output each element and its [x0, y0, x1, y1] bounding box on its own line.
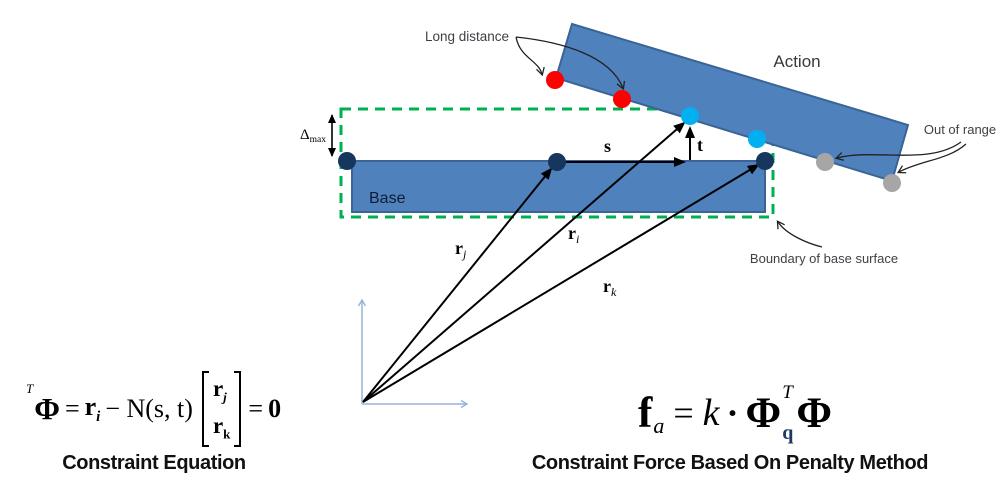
equals-sign: =: [673, 393, 694, 433]
ri-label: ri: [568, 223, 579, 246]
matrix-row-rk: rk: [212, 413, 231, 442]
phi-q-scripts: T q: [782, 383, 793, 443]
dot-operator: ·: [726, 393, 739, 433]
contact-dot-1: [681, 107, 699, 125]
vector-rj-arrow: [362, 167, 553, 403]
constraint-equation-caption: Constraint Equation: [62, 452, 246, 474]
base-label: Base: [369, 190, 406, 207]
t-label: t: [697, 135, 703, 155]
out-of-range-dot-1: [816, 153, 834, 171]
matrix-bracket-left: [201, 371, 209, 447]
base-node-rk-dot: [756, 152, 774, 170]
out-of-range-dot-2: [883, 174, 901, 192]
vector-rk-arrow: [362, 163, 760, 403]
subscript-q: q: [782, 422, 794, 444]
phi-symbol-2: Φ: [796, 389, 832, 437]
penalty-force-equation: f a = k · Φ T q Φ: [585, 383, 885, 443]
phi-symbol: Φ: [34, 391, 60, 426]
zero-symbol: 0: [268, 394, 282, 423]
boundary-leader: [776, 220, 823, 248]
matrix-bracket-right: [234, 371, 242, 447]
node-vector-matrix: rj rk: [209, 377, 234, 441]
equals-sign-2: =: [248, 394, 264, 423]
constraint-equation: T Φ = ri − N(s, t) rj rk = 0: [26, 366, 281, 452]
action-rectangle: [554, 22, 910, 183]
boundary-label: Boundary of base surface: [750, 251, 898, 266]
equals-sign: =: [64, 394, 80, 423]
rk-label: rk: [603, 276, 617, 299]
out-of-range-label: Out of range: [924, 122, 996, 137]
stiffness-k: k: [702, 392, 720, 434]
force-symbol: f: [638, 389, 653, 437]
equation-superscript-T: T: [26, 381, 34, 396]
rj-label: rj: [455, 238, 467, 261]
minus-N-term: − N(s, t): [105, 394, 193, 423]
matrix-row-rj: rj: [212, 376, 227, 405]
action-label: Action: [773, 52, 820, 71]
long-distance-label: Long distance: [425, 29, 509, 44]
out-of-range-leader-1: [834, 141, 962, 161]
long-distance-dot-2: [613, 90, 631, 108]
delta-max-label: Δmax: [300, 127, 326, 145]
contact-dot-2: [748, 130, 766, 148]
phi-q-symbol: Φ: [745, 389, 782, 437]
out-of-range-leader-2: [896, 143, 967, 174]
r-i-term: ri: [84, 391, 101, 426]
force-subscript-a: a: [653, 413, 665, 438]
transpose-T: T: [782, 382, 793, 403]
base-node-rj-dot: [548, 153, 566, 171]
vector-ri-arrow: [362, 121, 686, 403]
long-distance-dot-1: [546, 71, 564, 89]
base-node-left-dot: [338, 152, 356, 170]
long-distance-leader-1: [515, 36, 545, 77]
s-label: s: [604, 136, 611, 156]
long-distance-leader-2: [515, 36, 626, 91]
penalty-force-caption: Constraint Force Based On Penalty Method: [531, 452, 929, 474]
